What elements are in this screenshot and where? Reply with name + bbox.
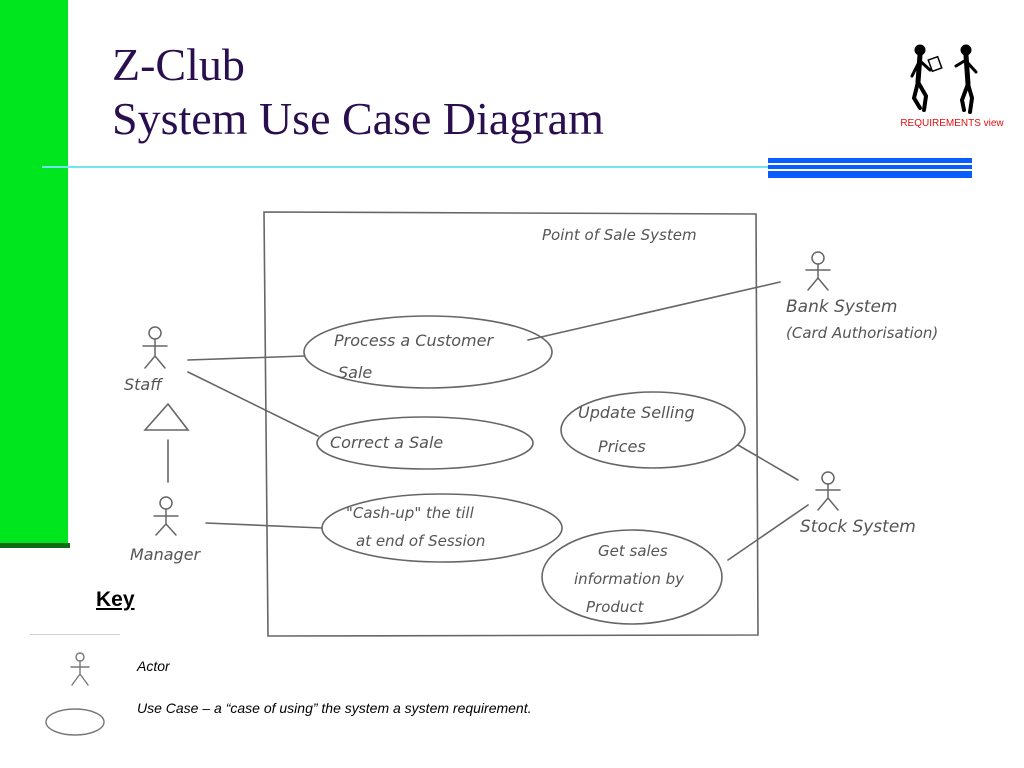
use-case-sales-info-line-3: Product	[586, 598, 645, 616]
actor-manager-label: Manager	[130, 545, 202, 564]
requirements-view-label: REQUIREMENTS view	[900, 118, 1004, 129]
link-update-prices-stock	[737, 444, 799, 481]
link-sales-info-stock	[727, 504, 809, 561]
system-boundary	[263, 211, 759, 637]
slide-title-line-2: System Use Case Diagram	[112, 93, 604, 144]
use-case-diagram: Point of Sale System Staff Manager Bank …	[124, 211, 938, 637]
people-talking-icon	[910, 44, 978, 114]
actor-staff-icon	[142, 326, 168, 369]
use-case-sales-info	[541, 529, 723, 625]
key-actor-label: Actor	[137, 658, 170, 674]
link-manager-cash-up	[205, 522, 323, 529]
use-case-update-prices	[560, 391, 746, 469]
actor-staff-label: Staff	[124, 375, 164, 394]
use-case-process-sale-line-1: Process a Customer	[334, 331, 494, 350]
actor-stock-system-label: Stock System	[800, 517, 916, 537]
use-case-sales-info-line-2: information by	[574, 570, 685, 588]
use-case-process-sale	[303, 315, 553, 389]
use-case-cash-up	[321, 493, 563, 563]
use-case-correct-sale-text: Correct a Sale	[330, 433, 443, 452]
key-actor-icon	[70, 652, 90, 686]
actor-bank-system-label-line-1: Bank System	[786, 297, 898, 317]
slide-title: Z-Club System Use Case Diagram	[112, 38, 604, 146]
side-accent-bar-shadow	[0, 543, 70, 548]
link-process-sale-bank	[527, 281, 781, 341]
use-case-process-sale-line-2: Sale	[338, 363, 372, 382]
actor-manager-icon	[153, 496, 179, 536]
actor-bank-system-label-line-2: (Card Authorisation)	[786, 324, 938, 342]
title-divider-accent	[768, 158, 972, 178]
use-case-sales-info-line-1: Get sales	[598, 542, 668, 560]
actor-stock-system-icon	[815, 471, 841, 511]
system-boundary-label: Point of Sale System	[542, 226, 697, 244]
use-case-correct-sale	[316, 416, 534, 470]
use-case-cash-up-line-1: "Cash-up" the till	[346, 504, 475, 522]
use-case-update-prices-line-2: Prices	[598, 437, 646, 456]
slide-title-line-1: Z-Club	[112, 39, 245, 90]
use-case-update-prices-line-1: Update Selling	[578, 403, 695, 422]
key-use-case-label: Use Case – a “case of using” the system …	[137, 700, 532, 716]
use-case-cash-up-line-2: at end of Session	[356, 532, 485, 550]
key-divider	[30, 634, 120, 635]
actor-bank-system-icon	[805, 251, 831, 291]
key-use-case-icon	[45, 708, 105, 736]
link-staff-correct-sale	[187, 371, 319, 437]
title-divider	[42, 166, 770, 168]
link-staff-process-sale	[187, 355, 306, 361]
key-heading: Key	[96, 588, 135, 611]
generalization-arrow	[143, 402, 190, 431]
side-accent-bar	[0, 0, 68, 545]
